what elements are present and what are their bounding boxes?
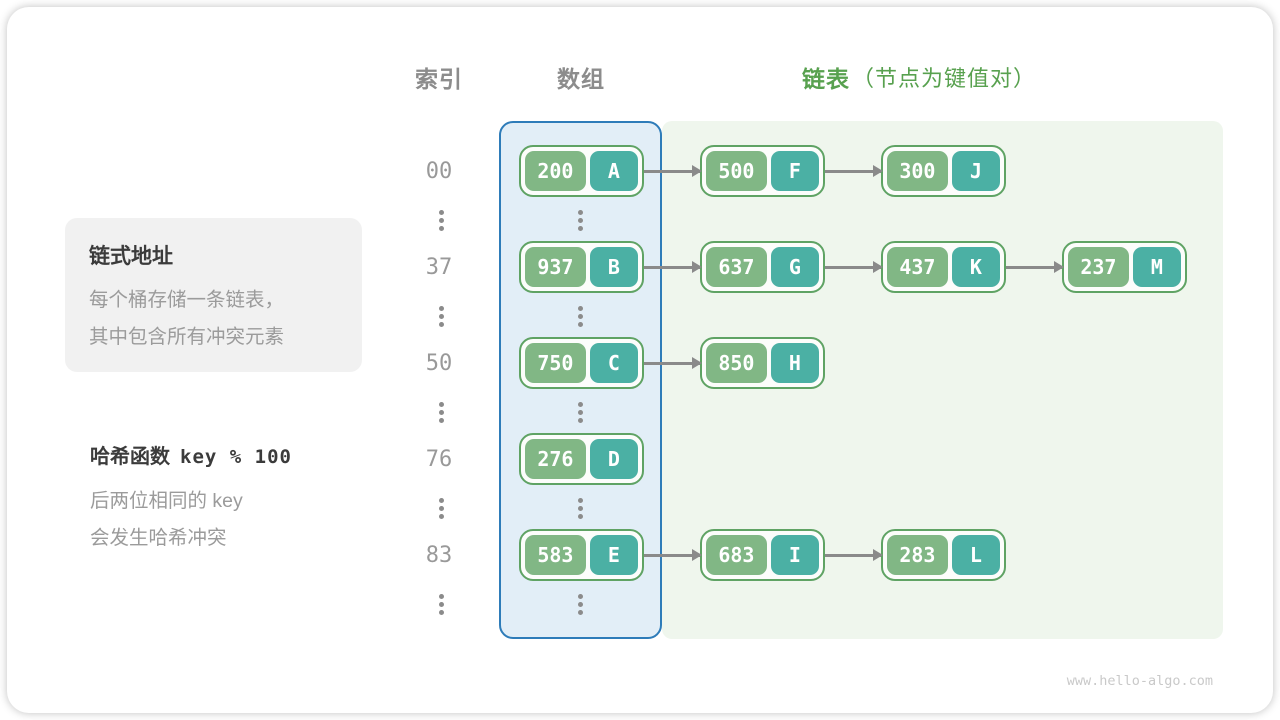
info-card: 链式地址 每个桶存储一条链表， 其中包含所有冲突元素 [65,218,362,372]
node-key: 937 [525,247,586,287]
column-header-index: 索引 [410,61,468,93]
header-list-label: 链表 [802,66,850,92]
arrow-icon [825,169,881,173]
node-key: 583 [525,535,586,575]
node-value: M [1132,247,1181,287]
bucket-index-label: 83 [425,542,453,568]
ellipsis-dots-icon [439,402,444,423]
node-value: E [589,535,638,575]
arrow-icon [644,265,700,269]
arrow-icon [1006,265,1062,269]
node-key: 276 [525,439,586,479]
node-value: F [770,151,819,191]
node-value: I [770,535,819,575]
node-key: 300 [887,151,948,191]
column-header-array: 数组 [499,61,663,93]
node-key: 283 [887,535,948,575]
info-card-line2: 其中包含所有冲突元素 [89,326,285,348]
node-value: H [770,343,819,383]
arrow-icon [644,553,700,557]
node-key: 850 [706,343,767,383]
bucket-index-label: 37 [425,254,453,280]
info-card-line1: 每个桶存储一条链表， [89,289,285,311]
node-key: 637 [706,247,767,287]
arrow-icon [644,169,700,173]
arrow-icon [825,265,881,269]
header-array-label: 数组 [557,66,605,92]
node-key: 237 [1068,247,1129,287]
ellipsis-dots-icon [578,402,583,423]
hash-function-note: 哈希函数 key % 100 后两位相同的 key 会发生哈希冲突 [90,440,390,557]
node-value: J [951,151,1000,191]
header-index-label: 索引 [415,66,463,92]
node-value: B [589,247,638,287]
bucket-index-label: 00 [425,158,453,184]
ellipsis-dots-icon [578,498,583,519]
arrow-icon [644,361,700,365]
node-value: L [951,535,1000,575]
node-value: G [770,247,819,287]
ellipsis-dots-icon [439,498,444,519]
node-key: 750 [525,343,586,383]
column-header-linked-list: 链表 （节点为键值对） [802,61,1036,93]
bucket-index-label: 76 [425,446,453,472]
header-list-note: （节点为键值对） [852,66,1037,91]
node-key: 683 [706,535,767,575]
ellipsis-dots-icon [578,306,583,327]
ellipsis-dots-icon [439,594,444,615]
node-value: A [589,151,638,191]
hash-note-line1: 后两位相同的 key [90,490,243,512]
hash-note-code: key % 100 [180,446,292,468]
hash-note-title: 哈希函数 [90,446,170,468]
watermark: www.hello-algo.com [1066,673,1213,689]
ellipsis-dots-icon [439,210,444,231]
node-key: 437 [887,247,948,287]
info-card-title: 链式地址 [89,245,173,268]
ellipsis-dots-icon [578,594,583,615]
node-value: K [951,247,1000,287]
hash-note-line2: 会发生哈希冲突 [90,527,227,549]
node-key: 200 [525,151,586,191]
bucket-index-label: 50 [425,350,453,376]
ellipsis-dots-icon [439,306,444,327]
node-key: 500 [706,151,767,191]
ellipsis-dots-icon [578,210,583,231]
node-value: D [589,439,638,479]
arrow-icon [825,553,881,557]
node-value: C [589,343,638,383]
